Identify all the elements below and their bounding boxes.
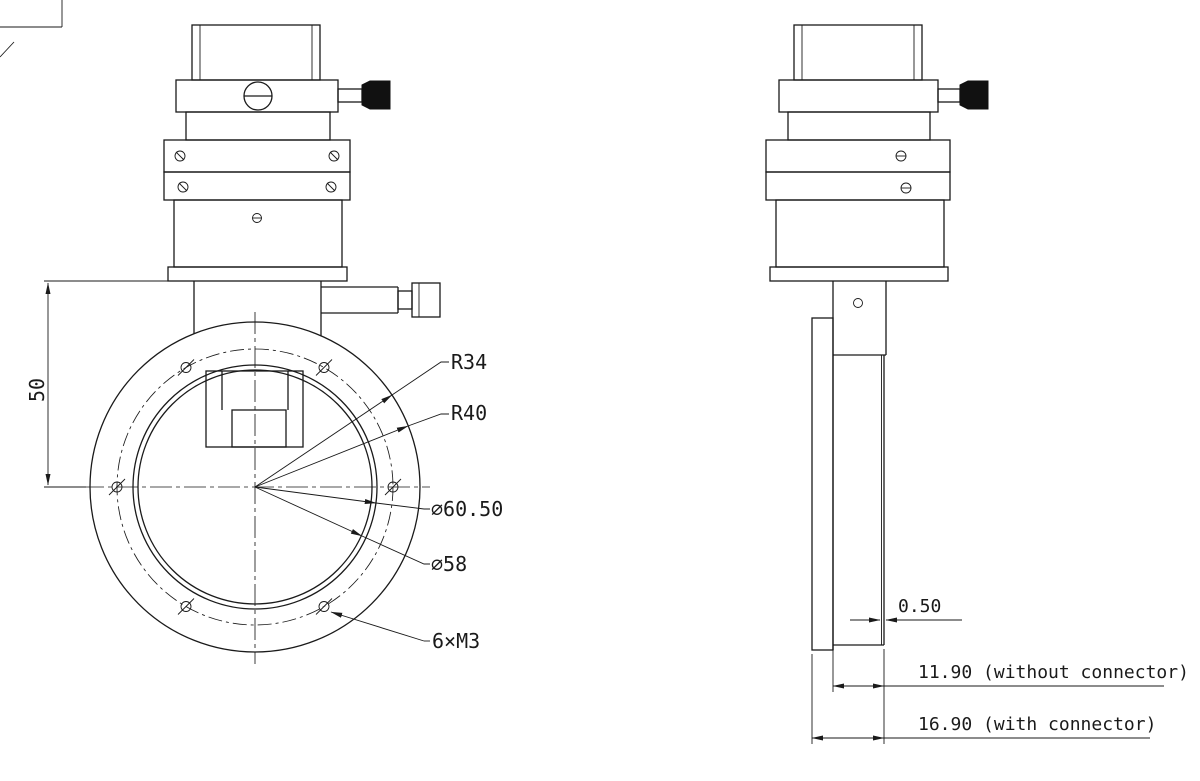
dim-label-11-90: 11.90 (without connector) [918,662,1189,683]
dim-label-50: 50 [25,378,49,402]
thumbscrew-knob-icon [959,80,989,110]
dim-label-dia-60-50: ⌀60.50 [431,497,503,521]
screw-icon [900,182,912,194]
side-connector-port [321,282,441,318]
screw-icon [895,150,907,162]
mount-flange-side [811,281,887,651]
front-dimensions: 50 R34 R40 ⌀60.50 ⌀58 6×M3 [25,280,503,653]
dim-label-16-90: 16.90 (with connector) [918,714,1156,735]
pin-hole [853,298,863,308]
screw-icon [174,150,340,162]
front-view: 50 R34 R40 ⌀60.50 ⌀58 6×M3 [25,24,503,664]
dim-label-r34: R34 [451,350,487,374]
mount-flange-front [82,312,430,664]
thumbscrew-knob-icon [361,80,391,110]
dim-label-dia-58: ⌀58 [431,552,467,576]
camera-stack-front [163,24,441,336]
screw-icon [252,213,262,223]
dim-label-6xm3: 6×M3 [432,629,480,653]
side-view: 0.50 11.90 (without connector) 16.90 (wi… [765,24,1189,744]
side-dimensions: 0.50 11.90 (without connector) 16.90 (wi… [811,596,1189,744]
dim-label-0-50: 0.50 [898,596,941,617]
sensor-window [205,370,304,448]
screw-icon [177,181,337,193]
dim-label-r40: R40 [451,401,487,425]
slotted-screw-icon [243,81,273,111]
frame-corner-mark [0,0,63,58]
camera-stack-side [765,24,989,282]
